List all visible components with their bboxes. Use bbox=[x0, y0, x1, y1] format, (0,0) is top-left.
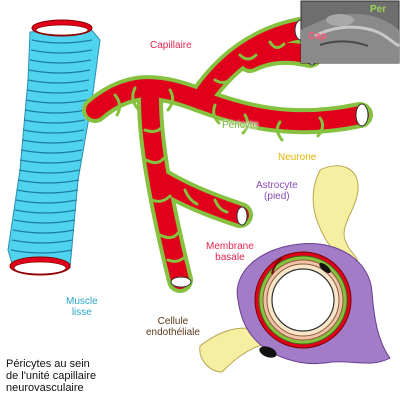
muscle-lisse-label: Muscle lisse bbox=[66, 296, 98, 318]
inset-cap-label: Cap bbox=[308, 31, 327, 42]
muscle-bands bbox=[10, 39, 93, 254]
membrane-basale-label: Membrane basale bbox=[206, 241, 254, 263]
micrograph-inset bbox=[300, 0, 400, 64]
capillary-vessels bbox=[86, 21, 369, 289]
capillary-network bbox=[82, 17, 373, 293]
inset-per-label: Per bbox=[370, 4, 387, 15]
pericyte-label: Péricyte bbox=[222, 120, 259, 131]
capillary-cross-section bbox=[254, 251, 352, 358]
neuron-shape bbox=[199, 165, 359, 373]
cellule-endotheliale-label: Cellule endothéliale bbox=[146, 316, 200, 338]
diagram-caption: Péricytes au sein de l'unité capillaire … bbox=[6, 358, 97, 394]
pericyte-processes bbox=[113, 40, 325, 263]
smooth-muscle-vessel bbox=[7, 19, 101, 276]
capillaire-label: Capillaire bbox=[150, 40, 192, 51]
astrocyte-label: Astrocyte (pied) bbox=[256, 180, 298, 202]
neurone-label: Neurone bbox=[278, 152, 317, 163]
